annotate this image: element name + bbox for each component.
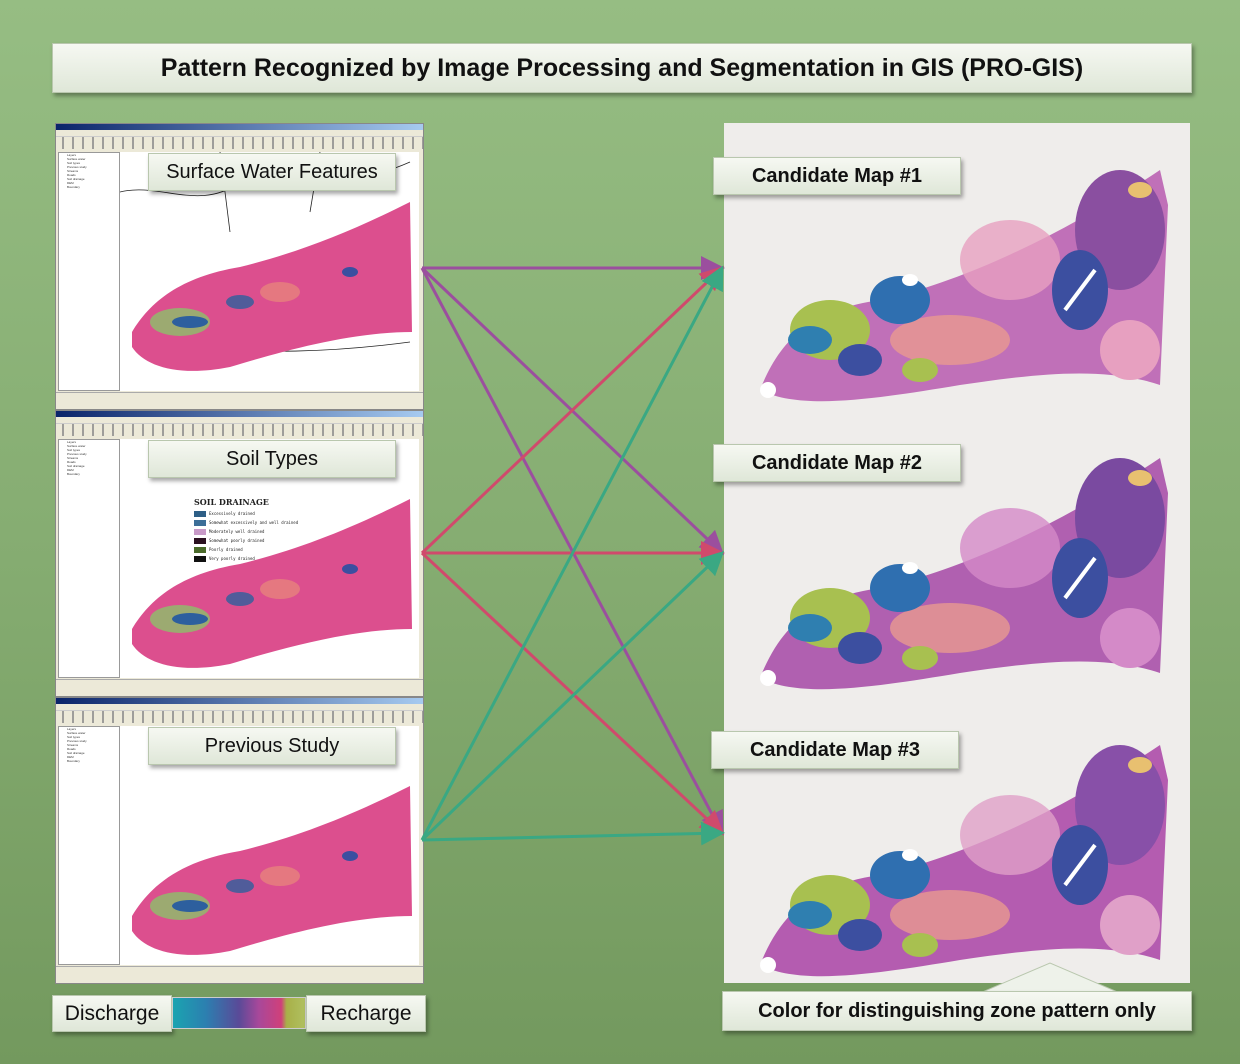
soil-swatch: [194, 546, 206, 553]
toc-layer[interactable]: Surface water: [67, 157, 86, 161]
soil-legend-label: Somewhat excessively and well drained: [209, 520, 299, 525]
toc-layer[interactable]: Surface water: [67, 444, 86, 448]
soil-legend-label: Somewhat poorly drained: [209, 538, 265, 543]
toc-layer[interactable]: Previous study: [67, 452, 87, 456]
soil-legend-label: Poorly drained: [209, 547, 243, 552]
recharge-label: Recharge: [306, 995, 426, 1032]
title-bar: [56, 124, 423, 130]
candidate-map-3: [740, 725, 1180, 977]
toc-layer[interactable]: DEM: [67, 181, 74, 185]
arrow-2-to-3: [420, 551, 725, 836]
menu-bar[interactable]: [56, 417, 423, 424]
toolbar[interactable]: [56, 424, 423, 436]
toolbar[interactable]: [56, 711, 423, 723]
soil-swatch: [194, 537, 206, 544]
toc-layer[interactable]: Layers: [67, 153, 77, 157]
toc-layer[interactable]: Soil types: [67, 735, 81, 739]
toc-layer[interactable]: DEM: [67, 755, 74, 759]
toc-layer[interactable]: Surface water: [67, 731, 86, 735]
candidate-map-1-label: Candidate Map #1: [713, 157, 961, 195]
discharge-label: Discharge: [52, 995, 172, 1032]
menu-bar[interactable]: [56, 130, 423, 137]
soil-swatch: [194, 528, 206, 535]
toc-layer[interactable]: Soil types: [67, 161, 81, 165]
soil-swatch: [194, 510, 206, 517]
toc-layer[interactable]: Boundary: [67, 759, 80, 763]
input-layer-label-2: Soil Types: [148, 440, 396, 478]
recharge-legend: Discharge Recharge: [52, 995, 426, 1032]
soil-legend-item: Moderately well drained: [194, 527, 298, 536]
soil-legend-item: Poorly drained: [194, 545, 298, 554]
arrow-3-to-1: [420, 265, 724, 841]
title-bar: [56, 411, 423, 417]
soil-legend-item: Very poorly drained: [194, 554, 298, 563]
toc-layer[interactable]: Soil drainage: [67, 177, 85, 181]
arrow-2-to-1: [420, 265, 725, 555]
toc-layer[interactable]: Streams: [67, 169, 79, 173]
toc-layer[interactable]: Roads: [67, 173, 76, 177]
toc-layer[interactable]: Streams: [67, 743, 79, 747]
toc-layer[interactable]: Soil types: [67, 448, 81, 452]
toc-layer[interactable]: Previous study: [67, 739, 87, 743]
soil-legend-label: Very poorly drained: [209, 556, 255, 561]
note-pointer: [980, 962, 1120, 994]
toc-layer[interactable]: Soil drainage: [67, 464, 85, 468]
toc-layer[interactable]: Boundary: [67, 472, 80, 476]
diagram-title: Pattern Recognized by Image Processing a…: [52, 43, 1192, 93]
toc-layer[interactable]: Streams: [67, 456, 79, 460]
input-layer-label-3: Previous Study: [148, 727, 396, 765]
map-view[interactable]: [119, 151, 419, 391]
color-ramp: [172, 997, 306, 1029]
candidate-map-3-label: Candidate Map #3: [711, 731, 959, 769]
toc-layer[interactable]: DEM: [67, 468, 74, 472]
arrow-3-to-2: [420, 550, 725, 842]
status-bar: [56, 392, 423, 409]
soil-swatch: [194, 519, 206, 526]
title-bar: [56, 698, 423, 704]
menu-bar[interactable]: [56, 704, 423, 711]
toc-layer[interactable]: Roads: [67, 460, 76, 464]
toc-layer[interactable]: Soil drainage: [67, 751, 85, 755]
soil-legend-title: SOIL DRAINAGE: [194, 497, 269, 507]
status-bar: [56, 966, 423, 983]
input-layer-label-1: Surface Water Features: [148, 153, 396, 191]
toolbar[interactable]: [56, 137, 423, 149]
soil-legend-label: Excessively drained: [209, 511, 255, 516]
color-note: Color for distinguishing zone pattern on…: [722, 991, 1192, 1031]
toc-layer[interactable]: Layers: [67, 727, 77, 731]
soil-legend-item: Somewhat excessively and well drained: [194, 518, 298, 527]
toc-layer[interactable]: Roads: [67, 747, 76, 751]
toc-layer[interactable]: Previous study: [67, 165, 87, 169]
soil-legend-item: Excessively drained: [194, 509, 298, 518]
toc-layer[interactable]: Boundary: [67, 185, 80, 189]
candidate-map-2: [740, 438, 1180, 690]
arrow-3-to-3: [421, 821, 725, 846]
candidate-map-1: [740, 150, 1180, 402]
map-view[interactable]: [120, 726, 419, 965]
candidate-map-2-label: Candidate Map #2: [713, 444, 961, 482]
soil-swatch: [194, 555, 206, 562]
status-bar: [56, 679, 423, 696]
soil-legend-item: Somewhat poorly drained: [194, 536, 298, 545]
arrow-1-to-3: [420, 267, 724, 836]
toc-layer[interactable]: Layers: [67, 440, 77, 444]
soil-legend-label: Moderately well drained: [209, 529, 265, 534]
